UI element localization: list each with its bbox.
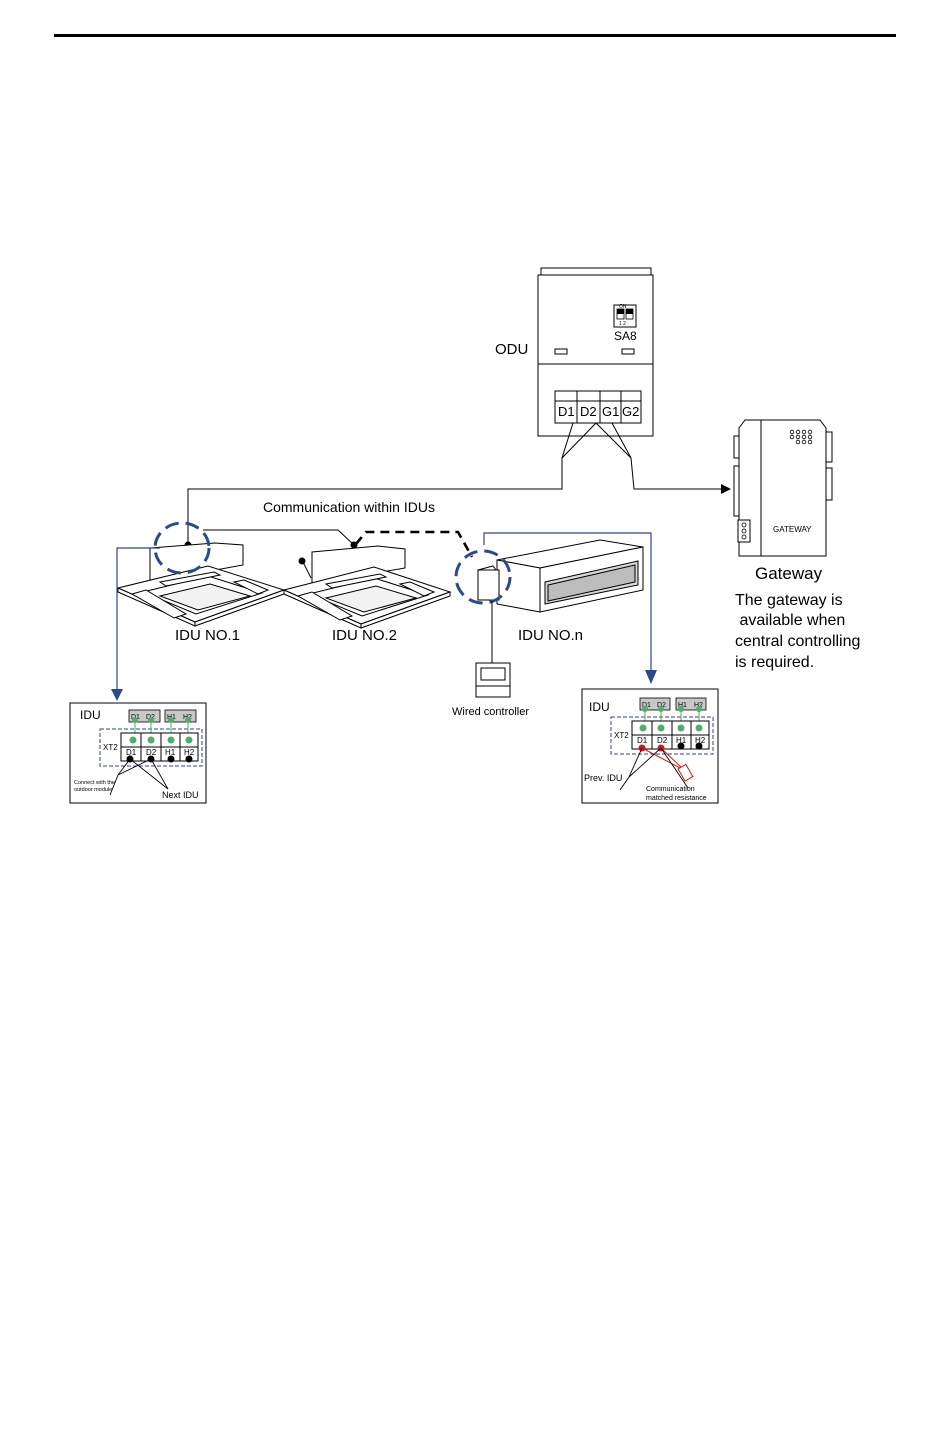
gateway-note-line-3: central controlling <box>735 633 860 650</box>
idu-n-duct <box>477 539 644 613</box>
left-row-h2: H2 <box>184 748 195 757</box>
right-xt2-label: XT2 <box>614 731 629 740</box>
idu2-comm-point <box>350 541 358 549</box>
left-note-next-idu: Next IDU <box>162 790 199 800</box>
odu-term-g2: G2 <box>622 404 639 419</box>
left-detail-title: IDU <box>80 708 101 722</box>
idu-n-label: IDU NO.n <box>518 627 583 644</box>
dip-nums-label: 1 2 <box>619 321 626 327</box>
gateway-note-line-2: available when <box>735 612 845 629</box>
gateway-title: Gateway <box>755 564 823 583</box>
odu-wiring <box>187 422 731 545</box>
right-note-res-1: Communication <box>646 786 695 793</box>
sa8-label: SA8 <box>614 329 637 343</box>
dip-switch-sa8: ON 1 2 <box>613 304 637 328</box>
dip-on-label: ON <box>619 304 627 310</box>
idu-2-cassette <box>282 545 452 629</box>
right-note-res-2: matched resistance <box>646 795 707 802</box>
idu2-side-point <box>298 557 306 565</box>
top-rule <box>54 34 896 37</box>
idu-1-label: IDU NO.1 <box>175 627 240 644</box>
wired-controller <box>475 601 511 698</box>
left-detail-arrow <box>111 689 123 701</box>
left-row-h1: H1 <box>165 748 176 757</box>
right-top-d1: D1 <box>642 702 651 709</box>
left-detail-box: IDU D1 D2 H1 H2 XT2 D1 D <box>69 702 207 804</box>
highlight-circles <box>153 521 512 605</box>
right-note-prev-idu: Prev. IDU <box>584 773 622 783</box>
wired-controller-label: Wired controller <box>452 706 529 718</box>
odu-term-g1: G1 <box>602 404 619 419</box>
right-detail-box: IDU D1 D2 H1 H2 XT2 D1 D <box>581 688 719 804</box>
gateway-note-line-4: is required. <box>735 654 814 671</box>
idu-1-cassette <box>116 542 286 627</box>
odu-term-d2: D2 <box>580 404 597 419</box>
left-row-d1: D1 <box>126 748 137 757</box>
left-note-outdoor-1: Connect with the <box>74 780 115 786</box>
odu-terminal-block: D1 D2 G1 G2 <box>554 390 642 424</box>
gateway-device-label: GATEWAY <box>773 525 812 534</box>
right-row-d2: D2 <box>657 736 668 745</box>
idu-comm-wiring <box>203 529 474 579</box>
odu-label: ODU <box>495 341 528 358</box>
odu-term-d1: D1 <box>558 404 575 419</box>
right-row-h1: H1 <box>676 736 687 745</box>
gateway-note-line-1: The gateway is <box>735 592 843 609</box>
idu-2-label: IDU NO.2 <box>332 627 397 644</box>
comm-within-idus-label: Communication within IDUs <box>263 499 435 515</box>
odu-unit: ON 1 2 SA8 D1 D2 G1 G2 <box>537 267 654 437</box>
right-top-d2: D2 <box>657 702 666 709</box>
right-row-d1: D1 <box>637 736 648 745</box>
right-top-h1: H1 <box>678 702 687 709</box>
left-row-d2: D2 <box>146 748 157 757</box>
gateway-device: GATEWAY <box>733 419 833 557</box>
right-top-h2: H2 <box>694 702 703 709</box>
right-row-h2: H2 <box>695 736 706 745</box>
right-detail-arrow <box>645 670 657 684</box>
right-detail-title: IDU <box>589 700 610 714</box>
left-xt2-label: XT2 <box>103 743 118 752</box>
detail-leader-lines <box>116 532 652 690</box>
left-note-outdoor-2: outdoor module <box>74 787 112 793</box>
